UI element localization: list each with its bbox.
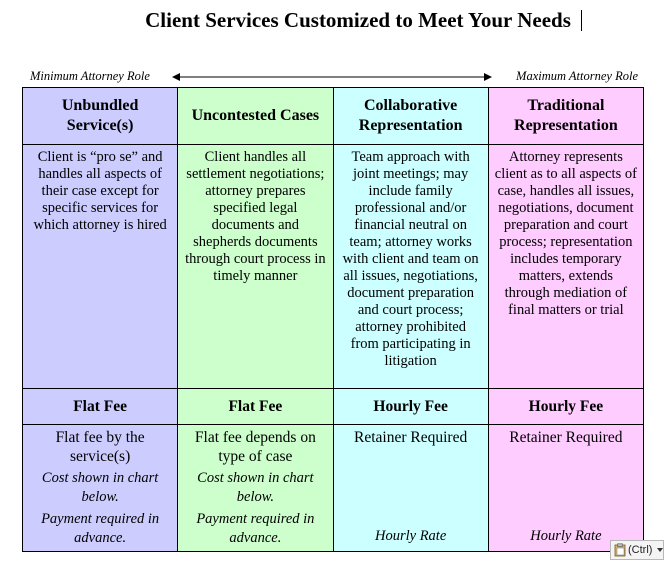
description-collaborative: Team approach with joint meetings; may i… [332, 144, 489, 389]
header-uncontested: Uncontested Cases [177, 87, 334, 145]
description-unbundled: Client is “pro se” and handles all aspec… [21, 144, 179, 389]
table-row-descriptions: Client is “pro se” and handles all aspec… [21, 144, 645, 389]
header-unbundled: Unbundled Service(s) [21, 87, 179, 145]
fee-details-uncontested: Flat fee depends on type of case Cost sh… [177, 424, 334, 552]
description-uncontested: Client handles all settlement negotiatio… [177, 144, 334, 389]
paste-shortcut-label: (Ctrl) [628, 544, 653, 556]
table-row-fee-types: Flat Fee Flat Fee Hourly Fee Hourly Fee [21, 388, 645, 425]
clipboard-icon [614, 543, 626, 557]
fee-cost-note: Cost shown in chart below. [197, 470, 314, 505]
attorney-role-scale: Minimum Attorney Role Maximum Attorney R… [22, 69, 644, 85]
fee-main-text: Retainer Required [354, 429, 468, 446]
header-collaborative: Collaborative Representation [332, 87, 489, 145]
fee-type-collaborative: Hourly Fee [332, 388, 489, 425]
minimum-role-label: Minimum Attorney Role [30, 69, 150, 83]
fee-main-text: Flat fee depends on type of case [194, 429, 316, 465]
fee-type-uncontested: Flat Fee [177, 388, 334, 425]
fee-main-text: Retainer Required [509, 429, 623, 446]
maximum-role-label: Maximum Attorney Role [516, 69, 638, 83]
fee-payment-note: Payment required in advance. [41, 511, 160, 546]
paste-options-button[interactable]: (Ctrl) [610, 540, 664, 560]
fee-cost-note: Cost shown in chart below. [41, 470, 159, 505]
fee-details-unbundled: Flat fee by the service(s) Cost shown in… [21, 424, 179, 552]
fee-rate-note: Hourly Rate [374, 528, 447, 544]
fee-payment-note: Payment required in advance. [196, 511, 315, 546]
fee-type-traditional: Hourly Fee [487, 388, 645, 425]
chevron-down-icon [657, 548, 663, 552]
fee-type-unbundled: Flat Fee [21, 388, 179, 425]
header-traditional: Traditional Representation [487, 87, 645, 145]
fee-rate-note: Hourly Rate [530, 528, 602, 544]
fee-details-traditional: Retainer Required Hourly Rate [487, 424, 645, 552]
table-row-fee-details: Flat fee by the service(s) Cost shown in… [21, 424, 645, 552]
fee-main-text: Flat fee by the service(s) [55, 429, 145, 465]
description-traditional: Attorney represents client as to all asp… [487, 144, 645, 389]
double-arrow-icon [172, 73, 492, 81]
fee-details-collaborative: Retainer Required Hourly Rate [332, 424, 489, 552]
services-table: Unbundled Service(s) Uncontested Cases C… [21, 87, 645, 552]
text-cursor [581, 10, 582, 31]
document-title: Client Services Customized to Meet Your … [145, 8, 571, 32]
table-row-headers: Unbundled Service(s) Uncontested Cases C… [21, 87, 645, 145]
